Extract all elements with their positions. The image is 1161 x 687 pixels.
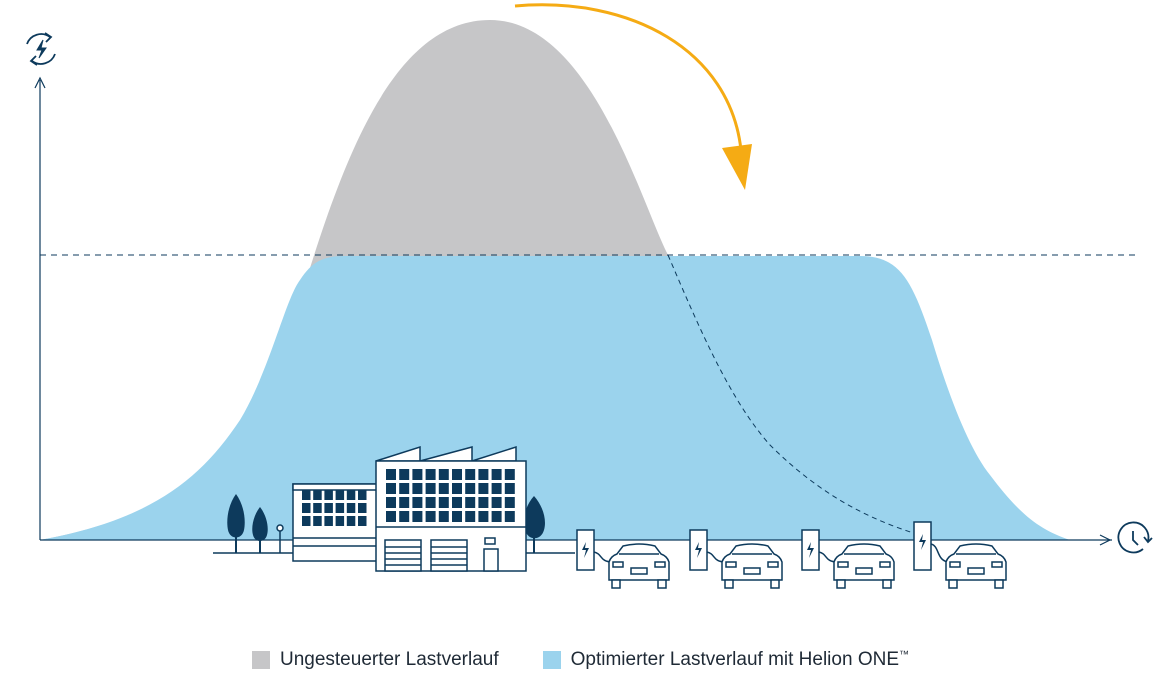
uncontrolled-curve-continuation bbox=[667, 254, 921, 536]
window bbox=[438, 469, 449, 480]
window bbox=[335, 516, 345, 526]
optimized-load-curve bbox=[40, 256, 1070, 540]
window bbox=[346, 503, 356, 513]
window bbox=[324, 490, 333, 500]
clock-icon bbox=[1117, 521, 1153, 554]
window bbox=[478, 511, 489, 522]
window bbox=[491, 469, 502, 480]
window bbox=[412, 469, 423, 480]
window bbox=[302, 516, 311, 526]
car-icon bbox=[945, 543, 1007, 589]
window bbox=[324, 503, 333, 513]
window bbox=[399, 497, 410, 508]
window bbox=[438, 497, 449, 508]
window bbox=[504, 497, 515, 508]
car-icon bbox=[608, 543, 670, 589]
window bbox=[491, 497, 502, 508]
window bbox=[335, 503, 345, 513]
window bbox=[504, 511, 515, 522]
window bbox=[465, 511, 476, 522]
window bbox=[478, 469, 489, 480]
window bbox=[425, 511, 436, 522]
legend-swatch-optimized bbox=[542, 651, 561, 669]
window bbox=[386, 511, 396, 522]
window bbox=[302, 490, 311, 500]
car-icon bbox=[833, 543, 895, 589]
window bbox=[399, 469, 410, 480]
car-icon bbox=[721, 543, 783, 589]
y-axis bbox=[34, 76, 46, 540]
lightning-icon bbox=[919, 534, 926, 550]
window bbox=[438, 511, 449, 522]
window bbox=[313, 503, 322, 513]
charging-station bbox=[801, 529, 895, 589]
factory-building-icon bbox=[292, 445, 527, 572]
window bbox=[412, 483, 423, 494]
window bbox=[302, 503, 311, 513]
charging-station bbox=[689, 529, 783, 589]
window bbox=[346, 490, 356, 500]
window bbox=[452, 511, 462, 522]
charging-station bbox=[913, 521, 1007, 589]
window bbox=[313, 516, 322, 526]
trees bbox=[227, 494, 545, 553]
window bbox=[386, 469, 396, 480]
lightning-icon bbox=[807, 542, 814, 558]
window bbox=[478, 483, 489, 494]
peak-shift-arrow bbox=[514, 3, 752, 190]
window bbox=[399, 511, 410, 522]
legend-label-uncontrolled: Ungesteuerter Lastverlauf bbox=[279, 649, 499, 670]
x-axis bbox=[40, 534, 1112, 546]
window bbox=[346, 516, 356, 526]
window bbox=[504, 469, 515, 480]
window bbox=[386, 497, 396, 508]
legend-item-optimized: Optimierter Lastverlauf mit Helion ONE™ bbox=[542, 649, 909, 671]
charging-stations bbox=[576, 521, 1007, 589]
window bbox=[491, 483, 502, 494]
window bbox=[358, 503, 367, 513]
window bbox=[358, 490, 367, 500]
legend: Ungesteuerter Lastverlauf Optimierter La… bbox=[0, 644, 1161, 676]
lightning-icon bbox=[582, 542, 589, 558]
window bbox=[313, 490, 322, 500]
window bbox=[504, 483, 515, 494]
trademark-symbol: ™ bbox=[899, 649, 909, 661]
legend-label-optimized: Optimierter Lastverlauf mit Helion ONE™ bbox=[571, 649, 909, 671]
window bbox=[335, 490, 345, 500]
window bbox=[425, 469, 436, 480]
window bbox=[386, 483, 396, 494]
window bbox=[478, 497, 489, 508]
window bbox=[452, 469, 462, 480]
charging-station bbox=[576, 529, 670, 589]
window bbox=[465, 497, 476, 508]
window bbox=[425, 497, 436, 508]
legend-swatch-uncontrolled bbox=[251, 651, 270, 669]
window bbox=[412, 497, 423, 508]
window bbox=[465, 483, 476, 494]
power-cycle-icon bbox=[26, 32, 56, 66]
window bbox=[438, 483, 449, 494]
lightning-icon bbox=[695, 542, 702, 558]
legend-item-uncontrolled: Ungesteuerter Lastverlauf bbox=[251, 649, 499, 671]
window bbox=[491, 511, 502, 522]
legend-label-optimized-text: Optimierter Lastverlauf mit Helion ONE bbox=[570, 649, 899, 670]
window bbox=[399, 483, 410, 494]
window bbox=[358, 516, 367, 526]
window bbox=[452, 483, 462, 494]
window bbox=[465, 469, 476, 480]
window bbox=[425, 483, 436, 494]
window bbox=[412, 511, 423, 522]
window bbox=[324, 516, 333, 526]
window bbox=[452, 497, 462, 508]
